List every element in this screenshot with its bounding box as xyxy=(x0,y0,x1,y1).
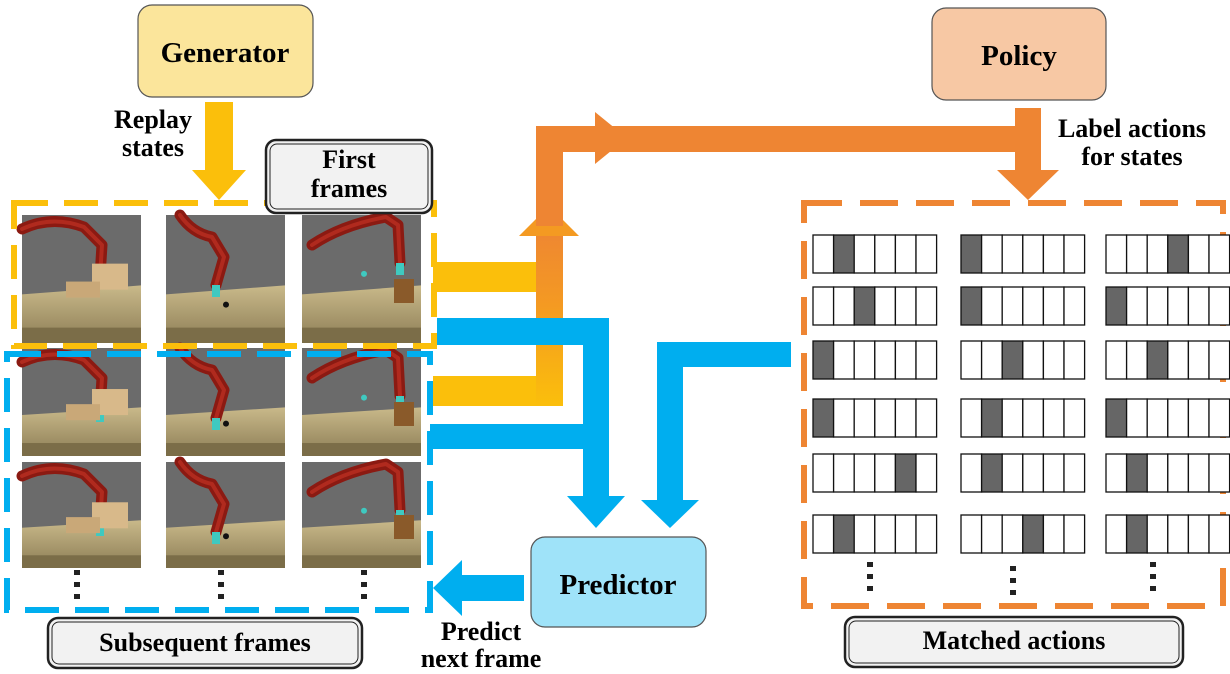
frames-ellipsis xyxy=(74,570,367,599)
first-frames-label-box: First frames xyxy=(264,138,434,215)
policy-node: Policy xyxy=(931,7,1107,101)
frame-thumbnail xyxy=(166,456,285,568)
frames-grid xyxy=(16,209,421,568)
first-frames-line-2: frames xyxy=(311,174,388,203)
action-bar xyxy=(960,453,1086,493)
replay-states-line-1: Replay xyxy=(114,105,192,134)
predict-next-frame-line-1: Predict xyxy=(441,617,522,646)
action-bar xyxy=(960,398,1086,438)
action-bar xyxy=(1105,234,1230,274)
action-bar xyxy=(812,453,938,493)
actions-ellipsis xyxy=(867,562,1156,595)
replay-states-arrow xyxy=(192,102,246,200)
frames-to-predictor-arrow xyxy=(430,318,625,528)
predictor-label: Predictor xyxy=(559,569,676,601)
frame-thumbnail xyxy=(16,462,141,568)
subsequent-frames-label-box: Subsequent frames xyxy=(46,616,364,670)
action-bar xyxy=(812,514,938,554)
matched-actions-label-box: Matched actions xyxy=(843,615,1185,669)
frame-thumbnail xyxy=(166,209,285,343)
action-bar xyxy=(1105,286,1230,326)
frame-thumbnail xyxy=(302,458,421,568)
action-bar xyxy=(812,234,938,274)
action-bar xyxy=(812,340,938,380)
subsequent-frames-dashed-box xyxy=(4,351,433,613)
action-bar xyxy=(1105,398,1230,438)
action-bar xyxy=(960,340,1086,380)
frames-to-policy-arrow xyxy=(433,108,1059,406)
policy-label: Policy xyxy=(981,40,1057,72)
subsequent-frames-label: Subsequent frames xyxy=(99,628,311,657)
replay-states-line-2: states xyxy=(122,133,184,162)
label-actions-line-1: Label actions xyxy=(1058,114,1206,143)
action-bar xyxy=(960,234,1086,274)
actions-to-predictor-arrow xyxy=(641,342,791,528)
action-bar xyxy=(1105,453,1230,493)
action-bars xyxy=(812,234,1230,554)
matched-actions-label: Matched actions xyxy=(923,626,1106,655)
action-bar xyxy=(960,514,1086,554)
predict-next-frame-arrow xyxy=(433,560,524,616)
predict-next-frame-line-2: next frame xyxy=(421,644,542,673)
action-bar xyxy=(812,286,938,326)
action-bar xyxy=(812,398,938,438)
label-actions-line-2: for states xyxy=(1081,142,1182,171)
generator-node: Generator xyxy=(137,4,314,98)
first-frames-line-1: First xyxy=(322,145,376,174)
frame-thumbnail xyxy=(302,211,421,343)
action-bar xyxy=(960,286,1086,326)
generator-label: Generator xyxy=(161,37,290,69)
frame-thumbnail xyxy=(166,342,285,456)
predictor-node: Predictor xyxy=(530,536,707,628)
action-bar xyxy=(1105,514,1230,554)
first-frames-dashed-box xyxy=(11,200,437,349)
action-bar xyxy=(1105,340,1230,380)
frame-thumbnail xyxy=(16,348,141,456)
frame-thumbnail xyxy=(302,344,421,456)
frame-thumbnail xyxy=(16,215,141,343)
